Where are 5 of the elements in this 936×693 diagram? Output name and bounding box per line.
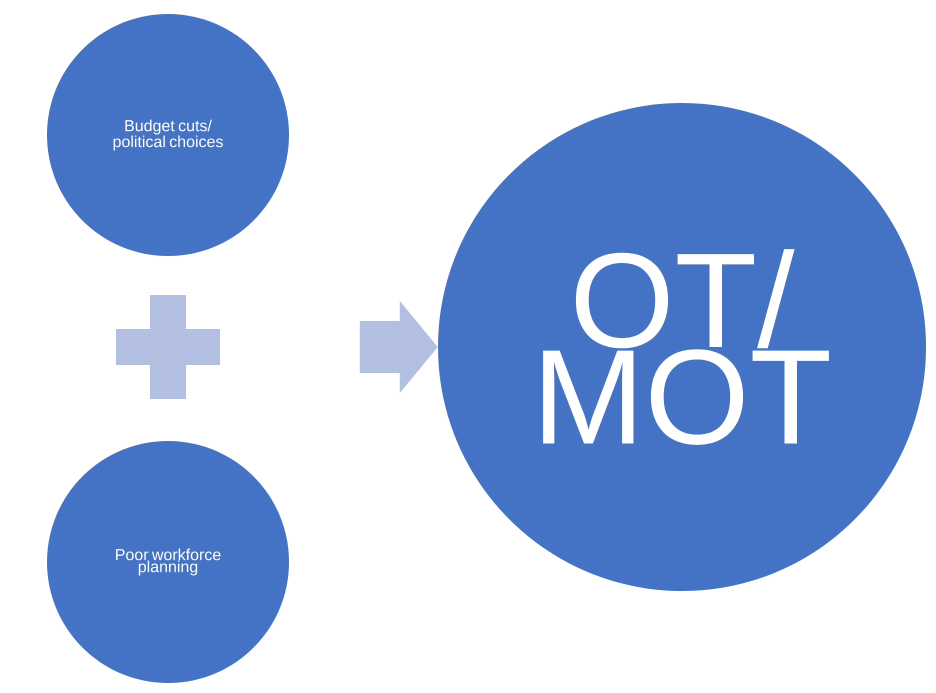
plus-sign — [116, 295, 220, 399]
circle-node: OT/ MOT — [438, 103, 926, 591]
block-arrow — [360, 301, 438, 393]
circle-node: Budget cuts/ political choices — [47, 14, 289, 256]
circle-node: Poor workforce planning — [47, 441, 289, 683]
